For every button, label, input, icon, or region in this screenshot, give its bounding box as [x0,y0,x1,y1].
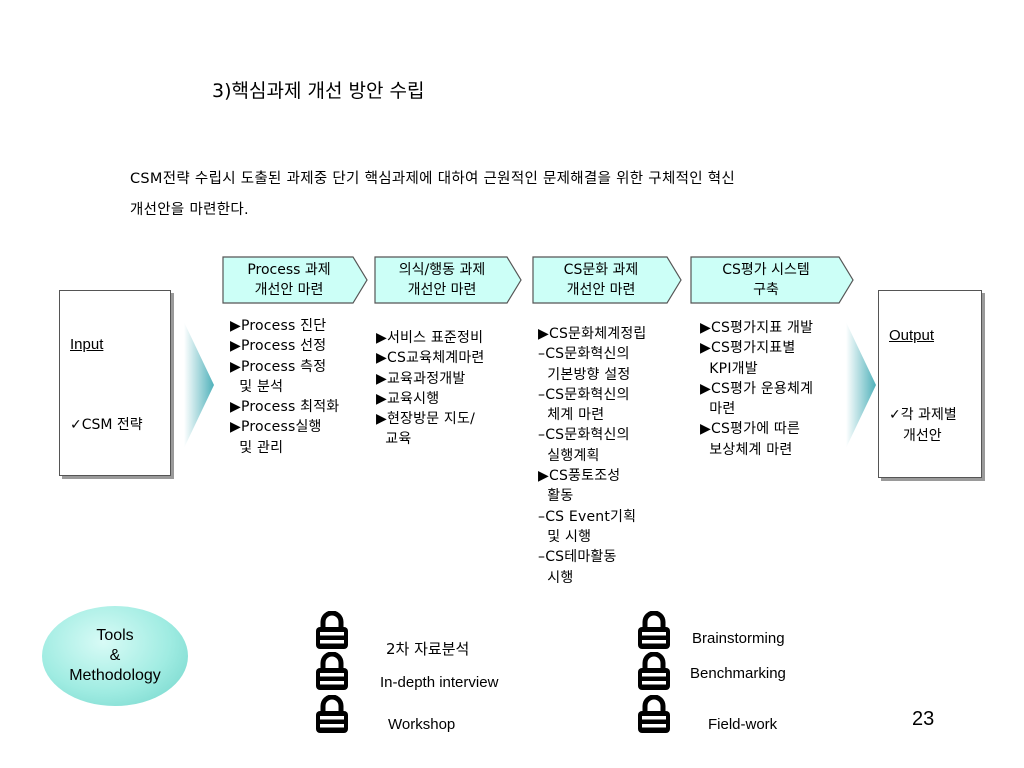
stage-process: Process 과제 개선안 마련 [222,256,368,304]
stage-awareness-line1: 의식/행동 과제 [398,262,486,278]
tools-line1: Tools [96,627,134,644]
method-in-depth-interview: In-depth interview [380,674,499,691]
output-flow-arrow [846,322,876,448]
intro-line-1: CSM전략 수립시 도출된 과제중 단기 핵심과제에 대하여 근원적인 문제해결… [130,171,736,187]
tools-line3: Methodology [69,667,161,684]
stage-process-items: ▶Process 진단 ▶Process 선정 ▶Process 측정 및 분석… [230,318,340,456]
stage-evaluation-line2: 구축 [753,282,779,298]
lock-icon [316,611,348,649]
page-number: 23 [912,708,935,730]
method-benchmarking: Benchmarking [690,665,786,682]
stage-awareness-line2: 개선안 마련 [407,282,477,298]
output-item-line2: 개선안 [903,428,942,444]
method-workshop: Workshop [388,716,456,733]
intro-paragraph: CSM전략 수립시 도출된 과제중 단기 핵심과제에 대하여 근원적인 문제해결… [130,164,910,226]
lock-icon [316,695,348,733]
stage-awareness-items: ▶서비스 표준정비 ▶CS교육체계마련 ▶교육과정개발 ▶교육시행 ▶현장방문 … [376,330,485,448]
stage-evaluation: CS평가 시스템 구축 [690,256,854,304]
input-item: ✓CSM 전략 [70,417,143,433]
output-box: Output ✓각 과제별 개선안 [878,290,982,478]
stage-evaluation-items: ▶CS평가지표 개발 ▶CS평가지표별 KPI개발 ▶CS평가 운용체계 마련 … [700,320,814,458]
output-item: ✓각 과제별 개선안 [889,405,957,447]
lock-icon [638,652,670,690]
tools-line2: & [109,647,121,664]
intro-line-2: 개선안을 마련한다. [130,202,249,218]
stage-awareness: 의식/행동 과제 개선안 마련 [374,256,522,304]
tools-methodology-badge: Tools & Methodology [42,606,188,706]
method-field-work: Field-work [708,716,778,733]
input-flow-arrow [184,322,214,448]
stage-culture-line2: 개선안 마련 [566,282,636,298]
stage-chevron-row: Process 과제 개선안 마련 의식/행동 과제 개선안 마련 CS문화 과… [0,256,1024,306]
stage-culture: CS문화 과제 개선안 마련 [532,256,682,304]
method-secondary-data: 2차 자료분석 [386,640,470,658]
input-box: Input ✓CSM 전략 [59,290,171,476]
stage-process-line1: Process 과제 [247,262,331,278]
output-header: Output [889,327,935,344]
stage-culture-line1: CS문화 과제 [563,262,639,278]
method-brainstorming: Brainstorming [692,630,785,647]
stage-culture-items: ▶CS문화체계정립 –CS문화혁신의 기본방향 설정 –CS문화혁신의 체계 마… [538,326,647,586]
lock-icon [316,652,348,690]
page-title: 3)핵심과제 개선 방안 수립 [212,80,425,102]
output-item-line1: ✓각 과제별 [889,407,957,423]
input-header: Input [70,336,104,353]
lock-icon [638,695,670,733]
stage-evaluation-line1: CS평가 시스템 [722,262,810,278]
lock-icon [638,611,670,649]
stage-process-line2: 개선안 마련 [254,282,324,298]
